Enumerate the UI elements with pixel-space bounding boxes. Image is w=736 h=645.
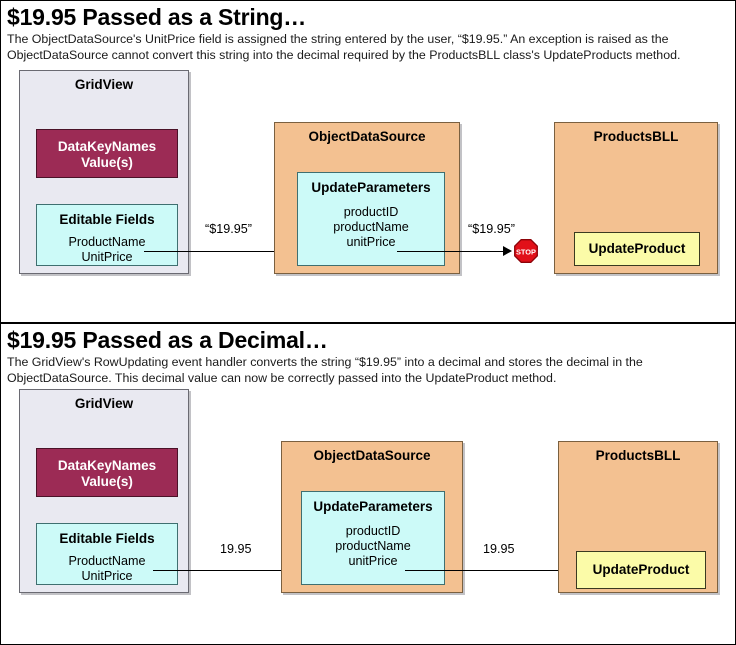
svg-text:STOP: STOP <box>516 247 536 256</box>
datakeynames-line1-2: DataKeyNames <box>57 457 157 473</box>
editable-fields-list-2: ProductName UnitPrice <box>68 553 146 583</box>
diagram-decimal-flow: GridView DataKeyNames Value(s) Editable … <box>1 387 735 627</box>
updateparameters-list-2: productID productName unitPrice <box>335 523 411 569</box>
updateparameters-title-2: UpdateParameters <box>313 498 433 514</box>
updateparameters-title-1: UpdateParameters <box>311 179 431 195</box>
section-2-heading: $19.95 Passed as a Decimal… <box>7 327 328 353</box>
section-2-description: The GridView's RowUpdating event handler… <box>7 354 643 385</box>
updateproduct-label-1: UpdateProduct <box>588 241 686 256</box>
datakeynames-line1: DataKeyNames <box>57 138 157 154</box>
edge-label-gridview-to-ods-1: “$19.95” <box>205 221 252 236</box>
edge-label-ods-to-bll-2: 19.95 <box>483 541 515 556</box>
edge-label-gridview-to-ods-2: 19.95 <box>220 541 252 556</box>
datakeynames-line2-2: Value(s) <box>81 473 133 489</box>
section-string: $19.95 Passed as a String… The ObjectDat… <box>1 1 735 322</box>
section-1-description: The ObjectDataSource's UnitPrice field i… <box>7 31 681 62</box>
productsbll-title-1: ProductsBLL <box>593 128 679 144</box>
datakeynames-box-1: DataKeyNames Value(s) <box>36 128 178 178</box>
productsbll-title-2: ProductsBLL <box>595 447 681 463</box>
updateproduct-box-2: UpdateProduct <box>576 550 706 589</box>
updateproduct-box-1: UpdateProduct <box>574 231 700 266</box>
stop-sign-icon: STOP <box>514 238 538 263</box>
arrowhead-ods-to-stop-1 <box>503 245 512 256</box>
updateparameters-box-2: UpdateParameters productID productName u… <box>301 490 445 585</box>
diagram-string-flow: GridView DataKeyNames Value(s) Editable … <box>1 64 735 294</box>
editable-fields-box-1: Editable Fields ProductName UnitPrice <box>36 203 178 266</box>
editable-fields-title-2: Editable Fields <box>59 530 155 546</box>
arrow-ods-to-stop-1 <box>397 250 504 252</box>
arrow-gridview-to-ods-2 <box>153 569 328 571</box>
updateproduct-label-2: UpdateProduct <box>592 562 690 577</box>
datakeynames-box-2: DataKeyNames Value(s) <box>36 447 178 497</box>
updateparameters-box-1: UpdateParameters productID productName u… <box>297 171 445 266</box>
datakeynames-line2: Value(s) <box>81 154 133 170</box>
arrow-ods-to-bll-2 <box>405 569 566 571</box>
gridview-title-1: GridView <box>74 76 134 92</box>
editable-fields-list-1: ProductName UnitPrice <box>68 234 146 264</box>
section-decimal: $19.95 Passed as a Decimal… The GridView… <box>1 322 735 644</box>
editable-fields-box-2: Editable Fields ProductName UnitPrice <box>36 522 178 585</box>
arrow-gridview-to-ods-1 <box>144 250 324 252</box>
updateparameters-list-1: productID productName unitPrice <box>333 204 409 250</box>
section-1-heading: $19.95 Passed as a String… <box>7 4 307 30</box>
objectdatasource-title-1: ObjectDataSource <box>308 128 426 144</box>
edge-label-ods-to-bll-1: “$19.95” <box>468 221 515 236</box>
editable-fields-title-1: Editable Fields <box>59 211 155 227</box>
gridview-title-2: GridView <box>74 395 134 411</box>
objectdatasource-title-2: ObjectDataSource <box>313 447 431 463</box>
